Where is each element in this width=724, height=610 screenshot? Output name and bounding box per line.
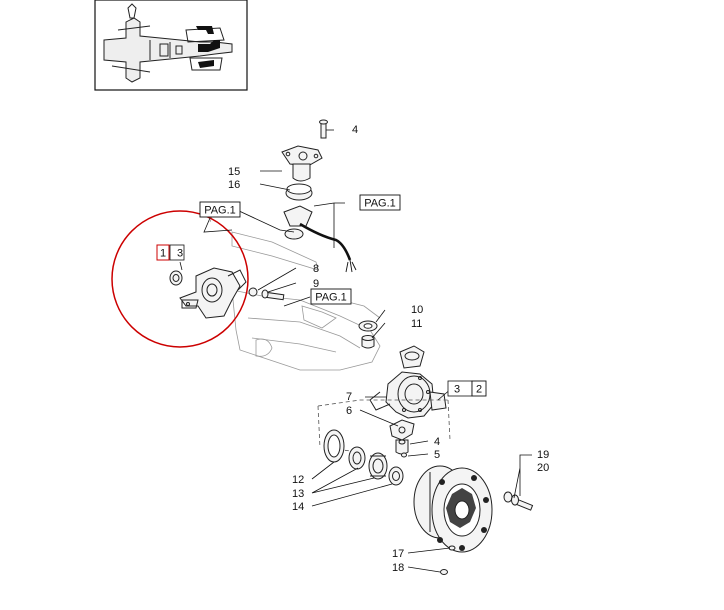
callout-label: 3	[177, 248, 183, 260]
wheel-hub	[413, 465, 493, 575]
callout-16: 16	[228, 179, 240, 191]
callout-14: 14	[292, 501, 304, 513]
callout-1: 1	[156, 244, 170, 261]
callout-7: 7	[346, 391, 352, 403]
callout-6: 6	[346, 405, 352, 417]
lower-kingpin-assembly	[389, 419, 415, 458]
highlight-circle	[111, 210, 249, 348]
left-pivot-housing	[169, 267, 247, 319]
seal-10-11	[358, 320, 378, 349]
reference-pag1-top: PAG.1	[199, 201, 241, 218]
callout-19: 19	[537, 449, 549, 461]
sensor-cable	[299, 222, 357, 273]
steering-knuckle	[369, 345, 447, 419]
leader-lines	[179, 129, 532, 573]
callout-8: 8	[313, 263, 319, 275]
callout-11: 11	[411, 318, 422, 330]
callout-4-lower: 4	[434, 436, 440, 448]
callout-2: 2	[471, 380, 487, 397]
callout-13: 13	[292, 488, 304, 500]
callout-10: 10	[411, 304, 423, 316]
callout-5: 5	[434, 449, 440, 461]
reference-pag1-beam: PAG.1	[310, 288, 352, 305]
upper-kingpin-assembly	[281, 119, 328, 240]
callout-20: 20	[537, 462, 549, 474]
callout-9: 9	[313, 278, 319, 290]
callout-18: 18	[392, 562, 404, 574]
reference-label: PAG.1	[315, 292, 347, 304]
callout-3-left: 3	[169, 244, 185, 261]
reference-label: PAG.1	[364, 198, 396, 210]
reference-label: PAG.1	[204, 205, 236, 217]
callout-label: 1	[160, 248, 166, 260]
callout-15: 15	[228, 166, 240, 178]
reference-pag1-cable: PAG.1	[359, 194, 401, 211]
callout-17: 17	[392, 548, 404, 560]
axle-overview-thumbnail	[94, 0, 248, 91]
callout-label: 2	[476, 384, 482, 396]
callout-12: 12	[292, 474, 304, 486]
callout-label: 3	[454, 384, 460, 396]
callout-4-top: 4	[352, 124, 358, 136]
hub-bearings	[323, 429, 404, 486]
callout-3-right: 3	[447, 380, 473, 397]
wheel-screw-19-20	[503, 491, 534, 511]
bolt-8-9	[248, 287, 285, 301]
